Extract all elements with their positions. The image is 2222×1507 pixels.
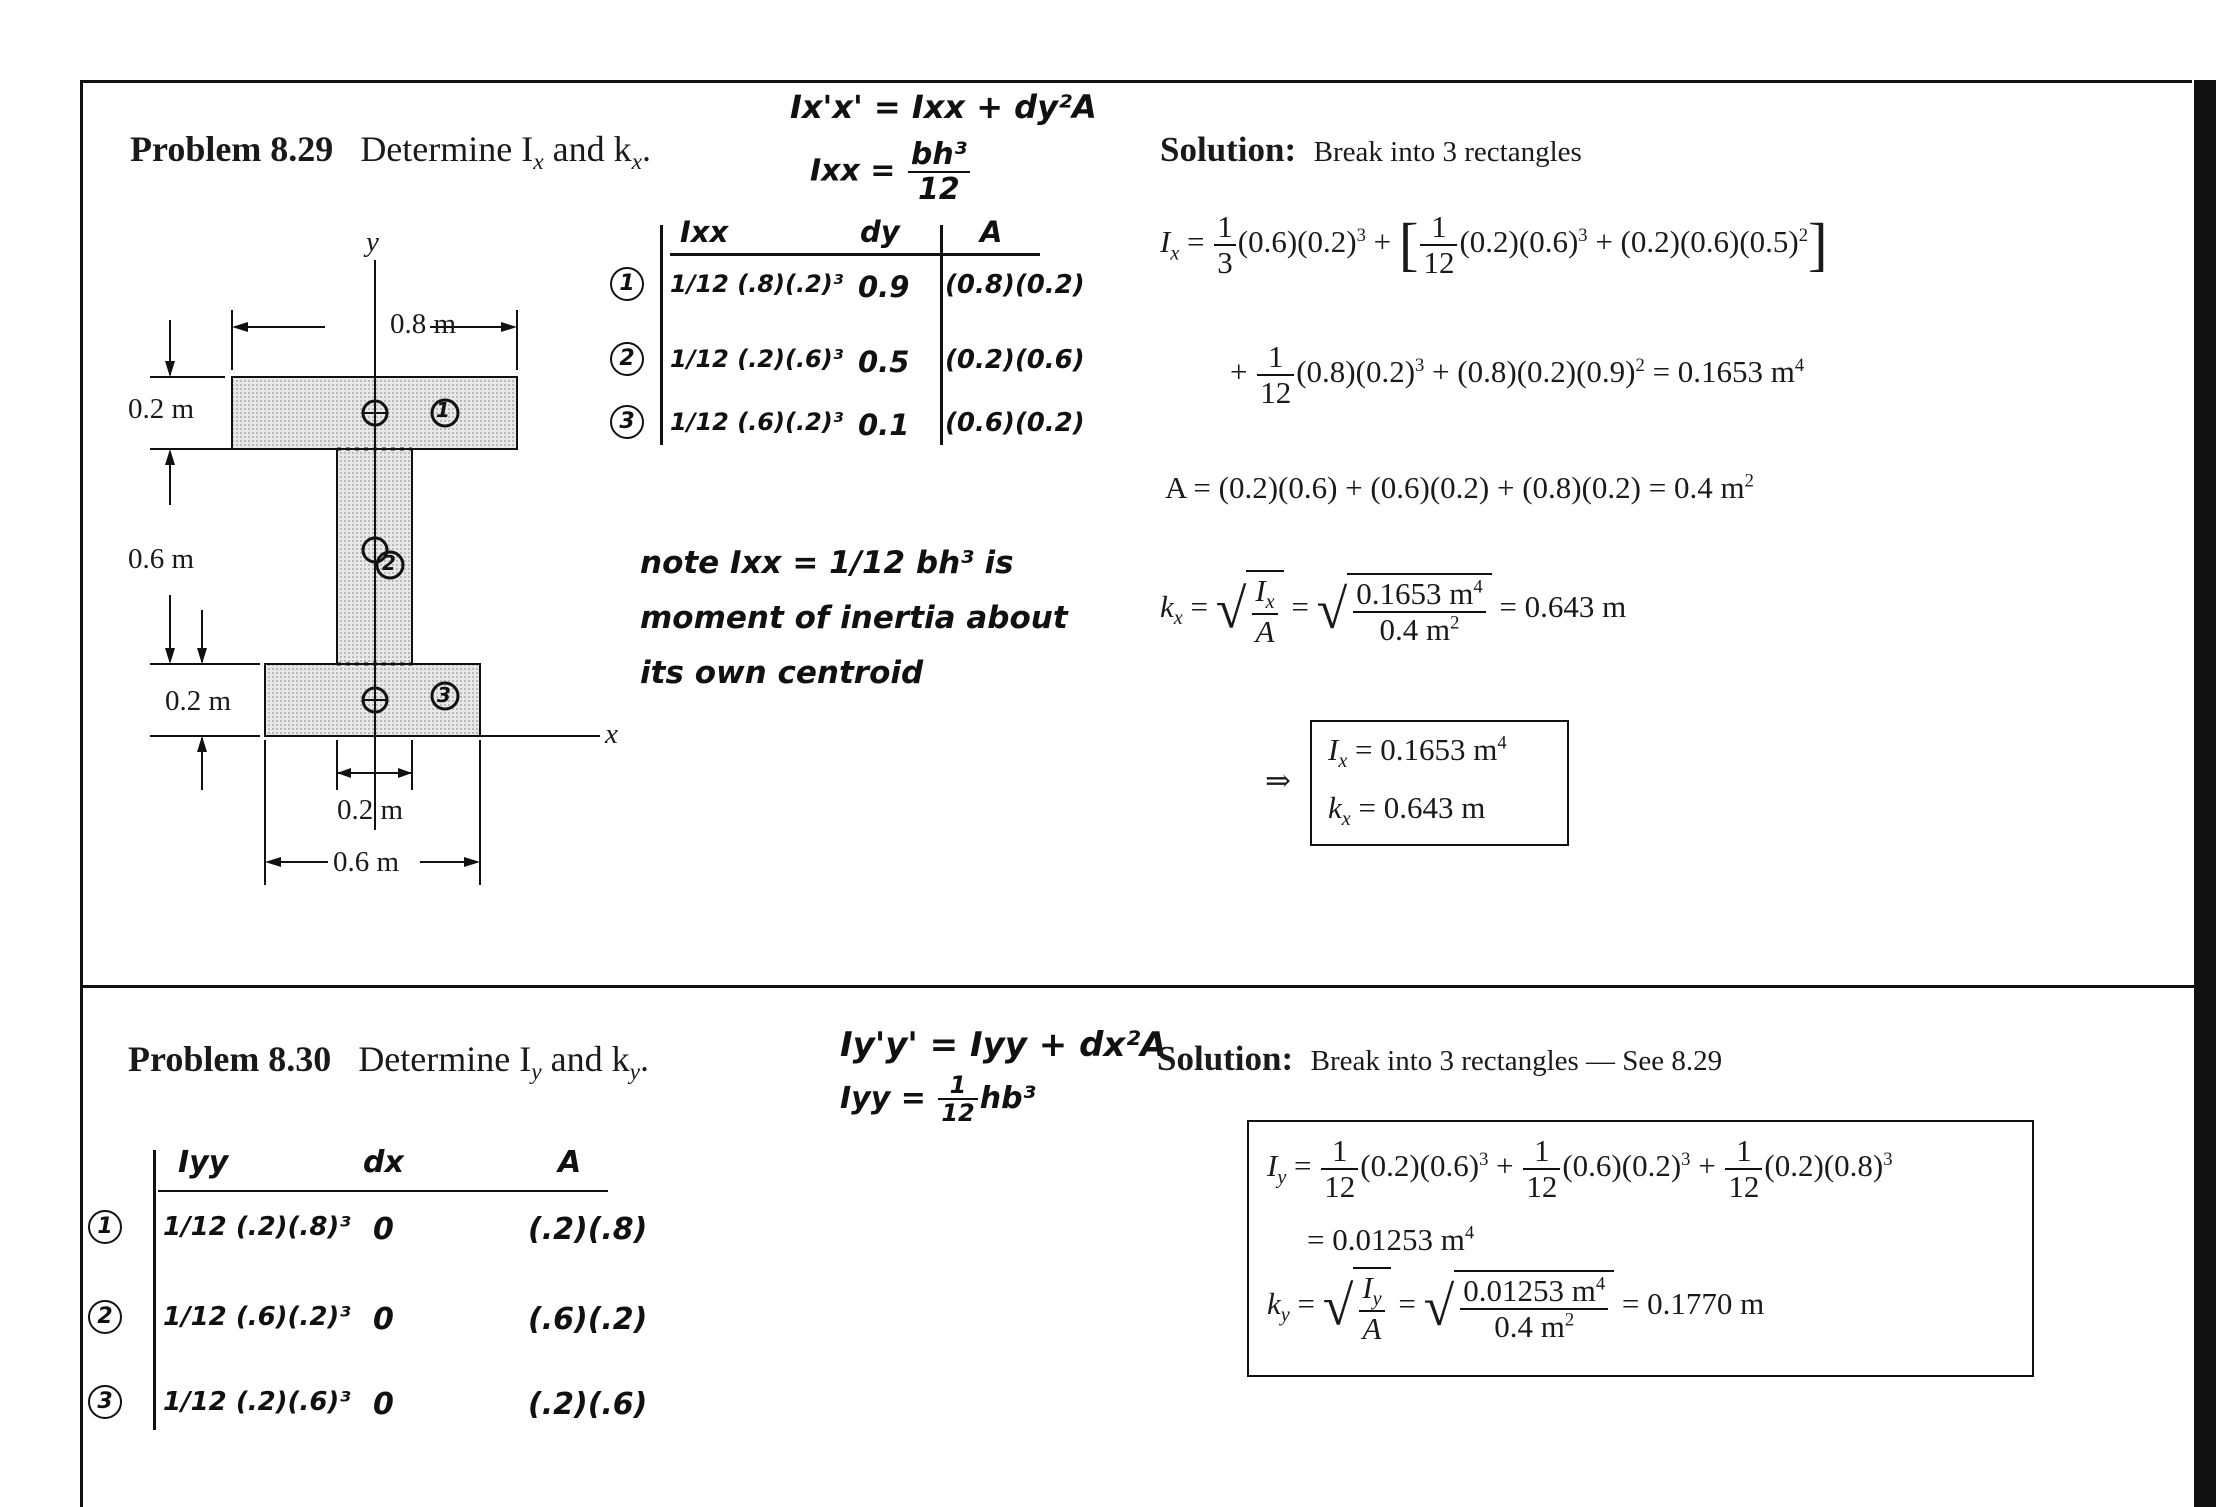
row-number: 2: [610, 342, 644, 376]
answer-kx: kx = 0.643 m: [1328, 790, 1486, 831]
dim-0-2-m-top: 0.2 m: [128, 393, 195, 425]
hand-note-line3: its own centroid: [640, 655, 924, 691]
row-number: 1: [88, 1210, 122, 1244]
row-iyy: 1/12 (.6)(.2)³: [163, 1302, 351, 1332]
row-number: 3: [88, 1385, 122, 1419]
axis-x-label: x: [605, 718, 618, 750]
and-text: and k: [543, 129, 632, 169]
solution-8-29-header: Solution: Break into 3 rectangles: [1160, 130, 1582, 170]
region-label-1: 1: [436, 398, 450, 422]
row-dy: 0.1: [858, 408, 910, 442]
axis-y-label: y: [366, 226, 379, 258]
row-a: (.6)(.2): [528, 1302, 648, 1337]
row-dy: 0.9: [858, 270, 910, 304]
sub-y: y: [531, 1059, 542, 1086]
col-dx: dx: [363, 1145, 404, 1180]
period: .: [640, 1039, 649, 1079]
table-header-line: [158, 1190, 608, 1192]
row-dx: 0: [373, 1387, 394, 1422]
row-dx: 0: [373, 1302, 394, 1337]
sub-x: x: [533, 149, 544, 176]
problem-statement: Determine I: [360, 129, 534, 169]
dim-0-2-m-web: 0.2 m: [337, 794, 404, 826]
page-edge-bar: [2194, 80, 2216, 1507]
row-a: (0.6)(0.2): [945, 408, 1085, 438]
page-frame: [80, 80, 2192, 1507]
implies-arrow: ⇒: [1265, 763, 1291, 798]
problem-divider: [80, 985, 2194, 988]
row-number: 2: [88, 1300, 122, 1334]
row-dy: 0.5: [858, 345, 910, 379]
problem-8-30-title: Problem 8.30 Determine Iy and ky.: [128, 1038, 649, 1086]
row-ixx: 1/12 (.2)(.6)³: [670, 345, 844, 373]
area-equation: A = (0.2)(0.6) + (0.6)(0.2) + (0.8)(0.2)…: [1165, 470, 1754, 505]
table-right-line: [940, 225, 943, 445]
t-section-figure: [150, 260, 600, 885]
iy-result: = 0.01253 m4: [1307, 1222, 1475, 1257]
hand-parallel-axis: Ix'x' = Ixx + dy²A: [790, 88, 1097, 126]
problem-label: Problem 8.30: [128, 1039, 332, 1079]
answer-box-8-29: Ix = 0.1653 m4 kx = 0.643 m: [1310, 720, 1569, 846]
row-iyy: 1/12 (.2)(.8)³: [163, 1212, 351, 1242]
problem-8-29-title: Problem 8.29 Determine Ix and kx.: [130, 128, 651, 176]
row-iyy: 1/12 (.2)(.6)³: [163, 1387, 351, 1417]
col-ixx: Ixx: [680, 215, 729, 249]
dim-0-2-m-bottom: 0.2 m: [165, 685, 232, 717]
row-dx: 0: [373, 1212, 394, 1247]
region-label-3: 3: [437, 683, 451, 707]
solution-label: Solution:: [1160, 130, 1297, 169]
row-number: 3: [610, 405, 644, 439]
hand-note-line2: moment of inertia about: [640, 600, 1068, 636]
dim-0-8-m: 0.8 m: [390, 308, 457, 340]
region-label-2: 2: [382, 551, 396, 575]
row-ixx: 1/12 (.6)(.2)³: [670, 408, 844, 436]
hand-note-line1: note Ixx = 1/12 bh³ is: [640, 545, 1014, 581]
hand-parallel-axis-y: Iy'y' = Iyy + dx²A: [840, 1025, 1167, 1065]
table-left-line: [153, 1150, 156, 1430]
row-a: (.2)(.8): [528, 1212, 648, 1247]
problem-label: Problem 8.29: [130, 129, 334, 169]
row-a: (0.8)(0.2): [945, 270, 1085, 300]
row-a: (.2)(.6): [528, 1387, 648, 1422]
sub-x: x: [631, 149, 642, 176]
dim-0-6-m-horizontal: 0.6 m: [333, 846, 400, 878]
dim-0-6-m-vertical: 0.6 m: [128, 543, 195, 575]
row-a: (0.2)(0.6): [945, 345, 1085, 375]
hand-table-8-29: Ixx dy A 1 1/12 (.8)(.2)³ 0.9 (0.8)(0.2)…: [610, 215, 1085, 455]
sub-y: y: [629, 1059, 640, 1086]
hand-table-8-30: Iyy dx A 1 1/12 (.2)(.8)³ 0 (.2)(.8) 2 1…: [88, 1140, 688, 1440]
col-a: A: [558, 1145, 582, 1180]
solution-text: Break into 3 rectangles: [1313, 136, 1582, 168]
table-header-line: [670, 215, 1040, 256]
solution-8-30-header: Solution: Break into 3 rectangles — See …: [1157, 1039, 1722, 1079]
row-number: 1: [610, 267, 644, 301]
col-iyy: Iyy: [178, 1145, 229, 1180]
solution-label: Solution:: [1157, 1039, 1294, 1078]
and-text: and k: [541, 1039, 630, 1079]
answer-ix: Ix = 0.1653 m4: [1328, 732, 1507, 773]
period: .: [642, 129, 651, 169]
problem-statement: Determine I: [358, 1039, 532, 1079]
col-a: A: [980, 215, 1003, 249]
col-dy: dy: [860, 215, 900, 249]
row-ixx: 1/12 (.8)(.2)³: [670, 270, 844, 298]
table-left-line: [660, 225, 663, 445]
solution-text: Break into 3 rectangles — See 8.29: [1310, 1045, 1723, 1077]
